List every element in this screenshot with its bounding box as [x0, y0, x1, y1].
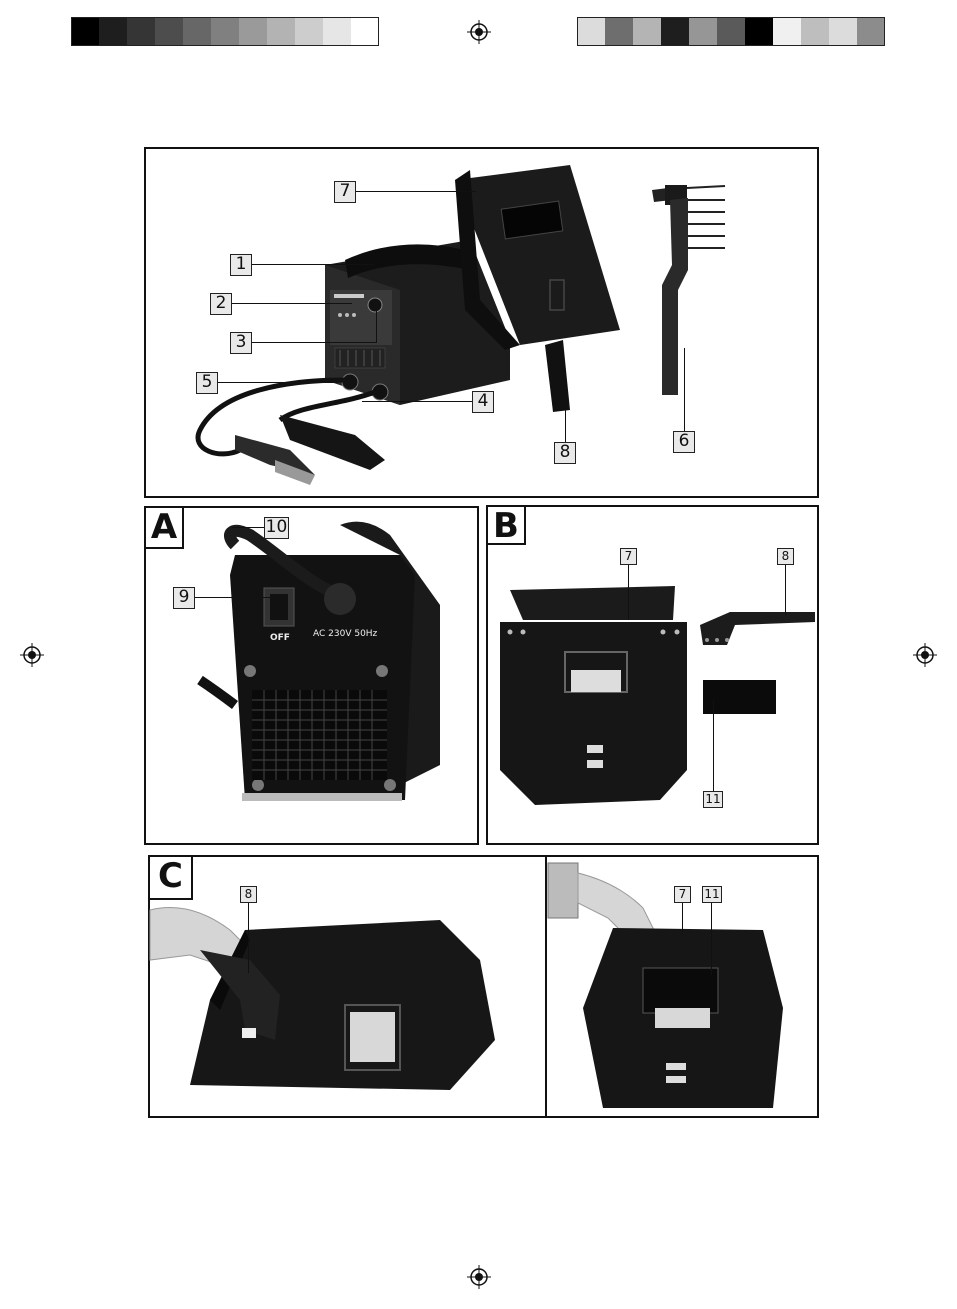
callout-2: 2 [210, 293, 232, 315]
callout-8: 8 [777, 548, 794, 565]
figure-c-label: C [148, 855, 193, 900]
callout-9: 9 [173, 587, 195, 609]
leader-line [628, 565, 629, 620]
leader-line [785, 565, 786, 615]
leader-line [362, 401, 472, 402]
leader-line [376, 303, 377, 343]
figure-a-label: A [144, 506, 184, 549]
strip-frame [577, 17, 885, 46]
handle-assembly-illustration [150, 900, 545, 1115]
leader-line [232, 527, 264, 528]
switch-off-label: OFF [270, 633, 290, 643]
shield-parts-illustration [495, 580, 815, 810]
callout-6: 6 [673, 431, 695, 453]
welder-rear-view-illustration [190, 515, 450, 815]
registration-mark-icon [20, 643, 44, 667]
callout-7: 7 [334, 181, 356, 203]
callout-4: 4 [472, 391, 494, 413]
leader-line [195, 597, 275, 598]
leader-line [682, 903, 683, 935]
callout-3: 3 [230, 332, 252, 354]
registration-mark-icon [467, 20, 491, 44]
callout-7: 7 [620, 548, 637, 565]
callout-8: 8 [554, 442, 576, 464]
power-rating-label: AC 230V 50Hz [313, 629, 377, 639]
callout-5: 5 [196, 372, 218, 394]
callout-11: 11 [703, 791, 723, 808]
callout-11: 11 [702, 886, 722, 903]
leader-line [248, 903, 249, 973]
leader-line [232, 303, 352, 304]
leader-line [711, 903, 712, 975]
leader-line [252, 264, 374, 265]
figure-b-label: B [486, 505, 526, 545]
leader-line [252, 342, 376, 343]
registration-mark-icon [467, 1265, 491, 1289]
callout-10: 10 [264, 517, 289, 539]
strip-frame [71, 17, 379, 46]
callout-7: 7 [674, 886, 691, 903]
panel-divider [545, 855, 547, 1118]
leader-line [218, 382, 338, 383]
leader-line [565, 378, 566, 442]
callout-1: 1 [230, 254, 252, 276]
leader-line [356, 191, 476, 192]
leader-line [684, 348, 685, 431]
slag-hammer-brush-illustration [640, 180, 740, 400]
leader-line [713, 700, 714, 791]
registration-mark-icon [913, 643, 937, 667]
callout-8: 8 [240, 886, 257, 903]
